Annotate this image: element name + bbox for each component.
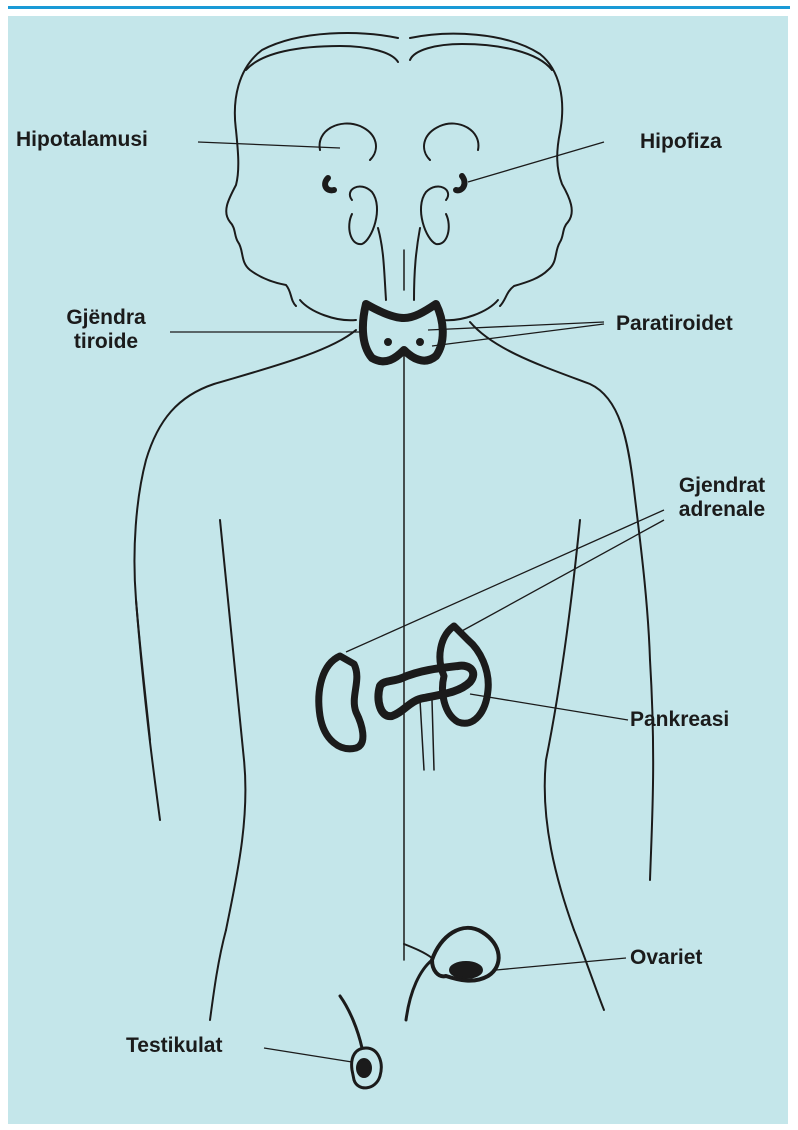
left-hair — [246, 46, 398, 70]
left-brain-fold — [320, 123, 376, 160]
right-brain-fold — [424, 123, 478, 160]
label-pituitary: Hipofiza — [640, 130, 722, 154]
left-torso — [220, 520, 245, 930]
leader-ovaries — [496, 958, 626, 970]
right-head-outline — [410, 34, 572, 306]
label-pancreas: Pankreasi — [630, 708, 729, 732]
label-adrenals: Gjendrat adrenale — [660, 474, 784, 522]
label-thyroid-line1: Gjëndra — [48, 306, 164, 330]
leader-parathyroid-2 — [432, 324, 604, 346]
label-ovaries: Ovariet — [630, 946, 702, 970]
left-hip — [210, 930, 226, 1020]
left-adrenal-kidney — [319, 656, 363, 749]
label-parathyroids: Paratiroidet — [616, 312, 733, 336]
label-adrenals-line2: adrenale — [660, 498, 784, 522]
left-neck-cord — [378, 228, 386, 300]
leader-parathyroid-1 — [428, 322, 604, 330]
label-testes: Testikulat — [126, 1034, 222, 1058]
leader-testes — [264, 1048, 352, 1062]
right-ear — [421, 187, 449, 245]
right-hip — [574, 930, 604, 1010]
leader-pituitary — [468, 142, 604, 182]
leader-adrenal-2 — [460, 520, 664, 632]
fallopian-tube — [406, 960, 432, 1020]
aorta — [420, 700, 434, 770]
label-hypothalamus: Hipotalamusi — [16, 128, 148, 152]
label-adrenals-line1: Gjendrat — [660, 474, 784, 498]
right-arm-inner — [650, 660, 653, 880]
right-neck-cord — [414, 228, 420, 300]
label-thyroid: Gjëndra tiroide — [48, 306, 164, 354]
leader-pancreas — [470, 694, 628, 720]
label-thyroid-line2: tiroide — [48, 330, 164, 354]
right-neck — [442, 300, 498, 320]
leader-adrenal-1 — [346, 510, 664, 652]
right-adrenal-kidney — [440, 626, 488, 723]
left-head-outline — [226, 33, 398, 306]
pancreas-organ — [379, 666, 474, 716]
thyroid-gland — [363, 304, 443, 361]
left-arm-inner — [136, 600, 160, 820]
left-neck — [300, 300, 356, 320]
left-ear — [349, 187, 377, 245]
right-torso — [545, 520, 580, 930]
right-shoulder — [470, 322, 650, 660]
